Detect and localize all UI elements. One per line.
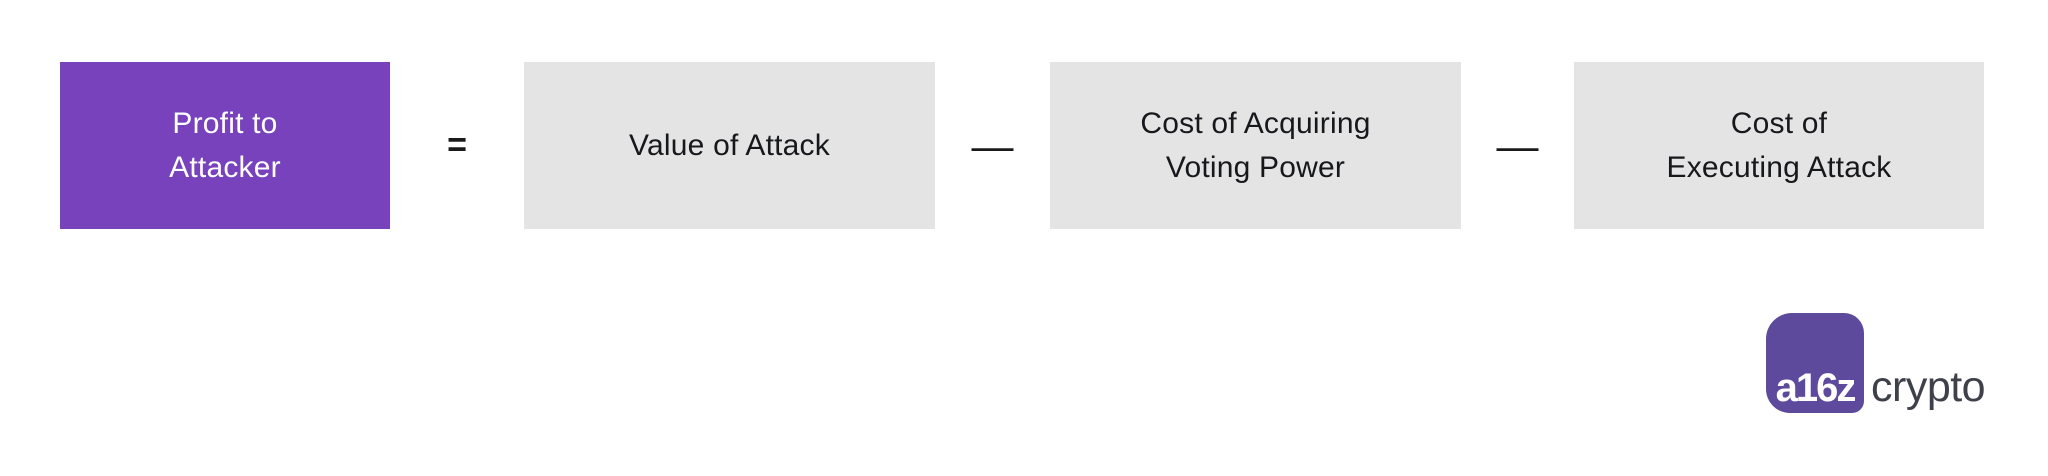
- equals-sign: =: [447, 126, 467, 164]
- cost-of-executing-attack-box: Cost of Executing Attack: [1574, 62, 1984, 229]
- profit-to-attacker-box: Profit to Attacker: [60, 62, 390, 229]
- cost-of-executing-attack-label: Cost of Executing Attack: [1666, 106, 1892, 184]
- minus-sign-2: —: [1496, 121, 1539, 169]
- a16z-logo-mark: a16z: [1766, 313, 1864, 413]
- profit-to-attacker-label: Profit to Attacker: [169, 106, 281, 184]
- value-of-attack-box: Value of Attack: [524, 62, 935, 229]
- crypto-wordmark: crypto: [1871, 363, 1986, 411]
- a16z-crypto-logo: a16z crypto: [1766, 313, 1986, 413]
- cost-of-acquiring-voting-power-box: Cost of Acquiring Voting Power: [1050, 62, 1461, 229]
- minus-sign-1: —: [971, 121, 1014, 169]
- value-of-attack-label: Value of Attack: [629, 128, 830, 162]
- a16z-logo-mark-text: a16z: [1775, 366, 1857, 410]
- cost-of-acquiring-voting-power-label: Cost of Acquiring Voting Power: [1140, 106, 1371, 184]
